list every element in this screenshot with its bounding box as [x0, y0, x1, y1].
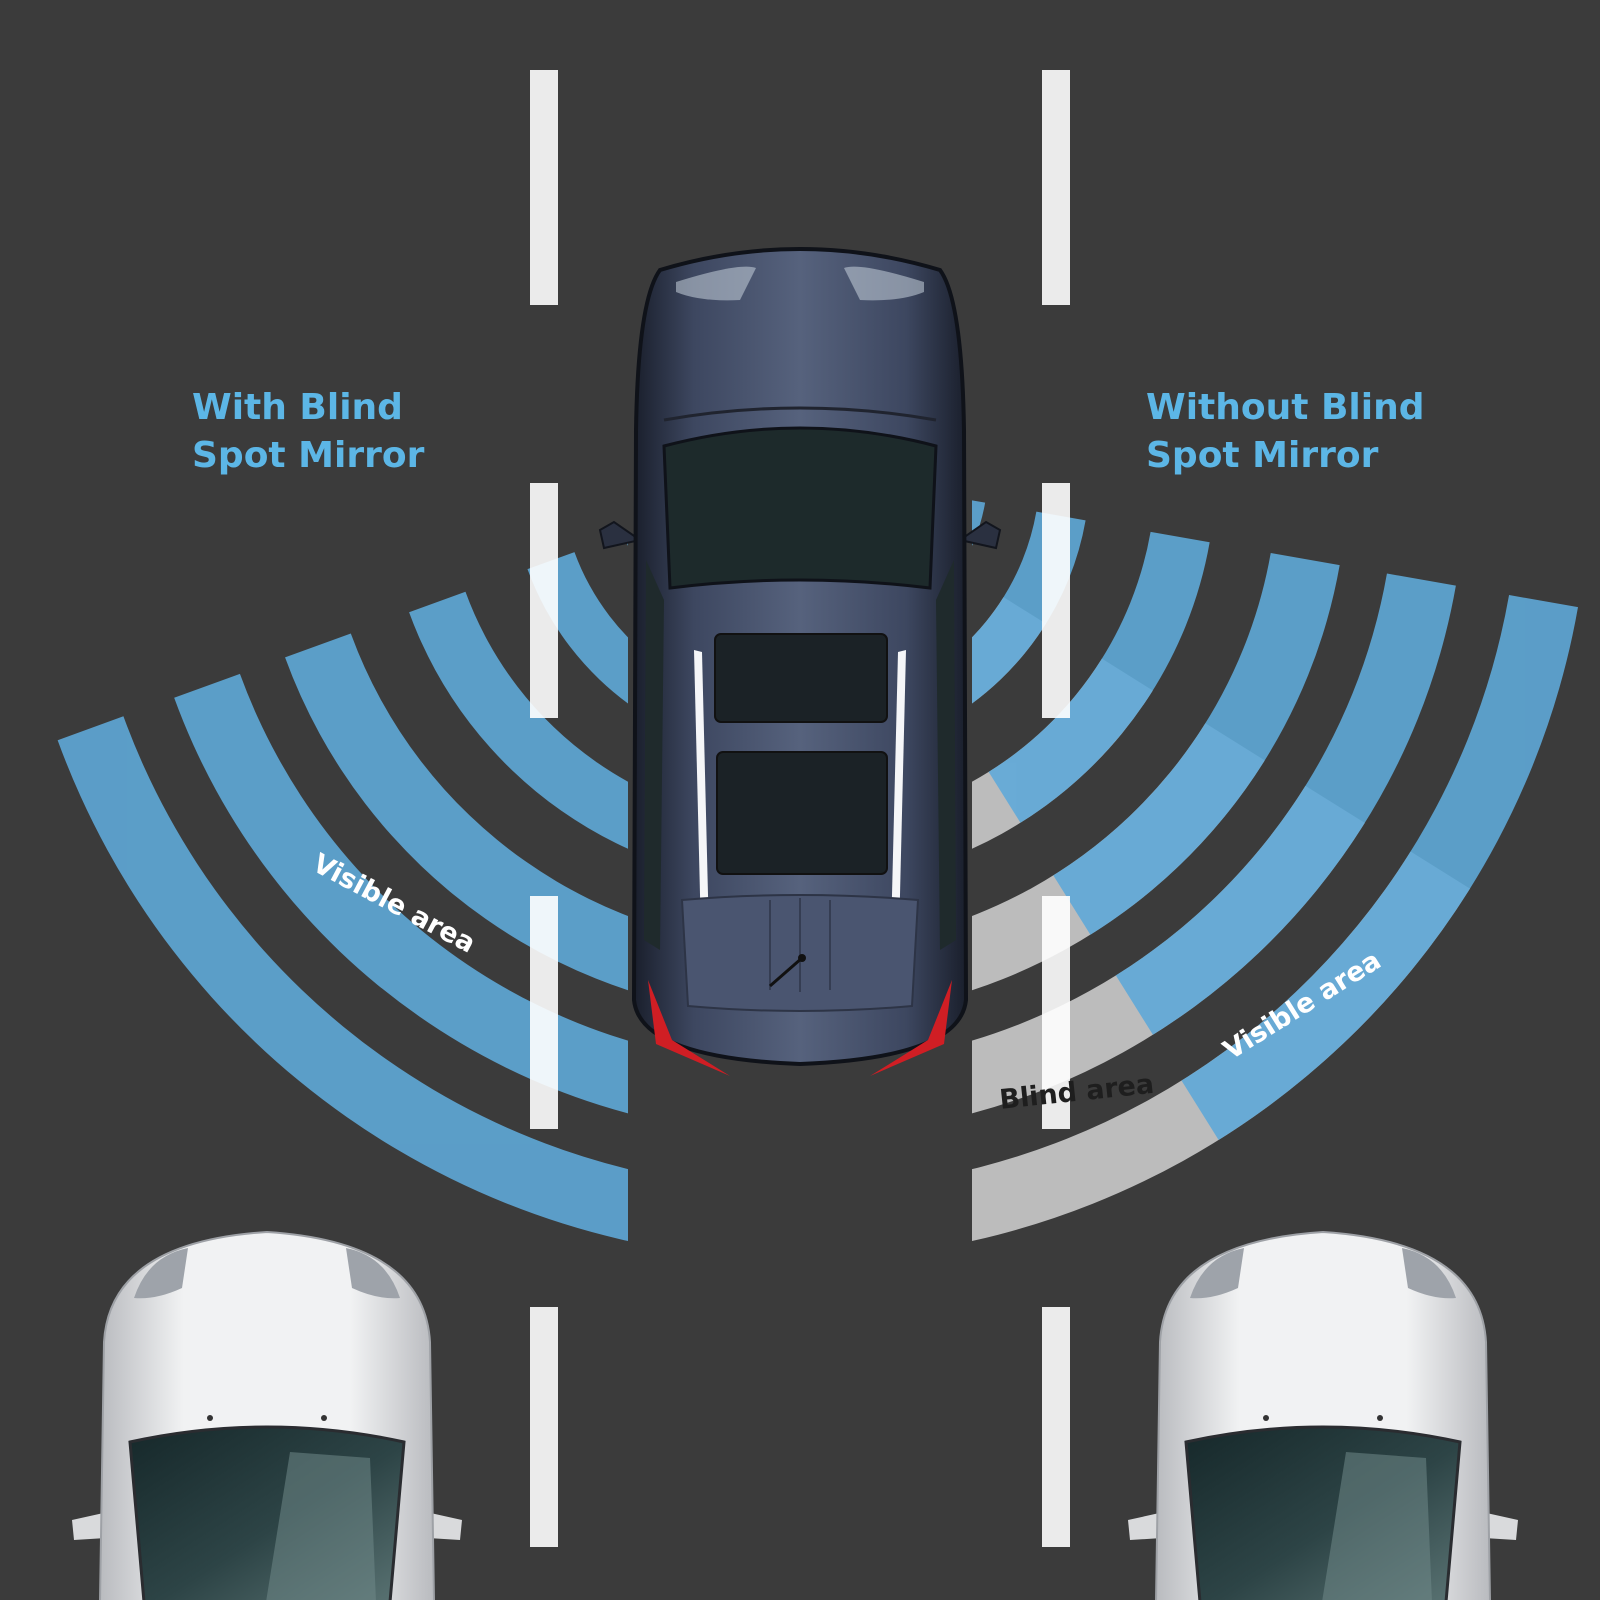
visible-zone-arc [1181, 595, 1578, 1140]
lane-dash [530, 1307, 558, 1547]
visible-zone-arc [409, 591, 628, 849]
rear-car-left [72, 1230, 462, 1600]
heading-without-mirror-line-1: Without Blind [1146, 387, 1425, 428]
lane-dash [530, 483, 558, 718]
visible-zone-arc [57, 716, 628, 1241]
lane-dash [1042, 483, 1070, 718]
visible-zone-arc [174, 673, 628, 1114]
heading-with-mirror: With Blind Spot Mirror [192, 384, 424, 480]
lane-dash [1042, 70, 1070, 305]
lane-dash [530, 896, 558, 1129]
left-side-mirror [598, 520, 643, 550]
visible-zone-arc [1053, 553, 1340, 935]
right-side-mirror [957, 520, 1002, 550]
lane-marking-left [530, 70, 558, 1547]
lane-dash [530, 70, 558, 305]
lane-dash [1042, 896, 1070, 1129]
heading-with-mirror-line-1: With Blind [192, 387, 403, 428]
lane-dash [1042, 1307, 1070, 1547]
heading-without-mirror: Without Blind Spot Mirror [1146, 384, 1425, 480]
rear-car-right [1128, 1230, 1518, 1600]
main-car [598, 247, 1002, 1076]
left-tail-light [648, 980, 730, 1076]
heading-without-mirror-line-2: Spot Mirror [1146, 435, 1379, 476]
right-tail-light [870, 980, 952, 1076]
visible-zone-arc [988, 531, 1210, 823]
visible-zone-arc [1115, 573, 1456, 1035]
lane-marking-right [1042, 70, 1070, 1547]
heading-with-mirror-line-2: Spot Mirror [192, 435, 425, 476]
